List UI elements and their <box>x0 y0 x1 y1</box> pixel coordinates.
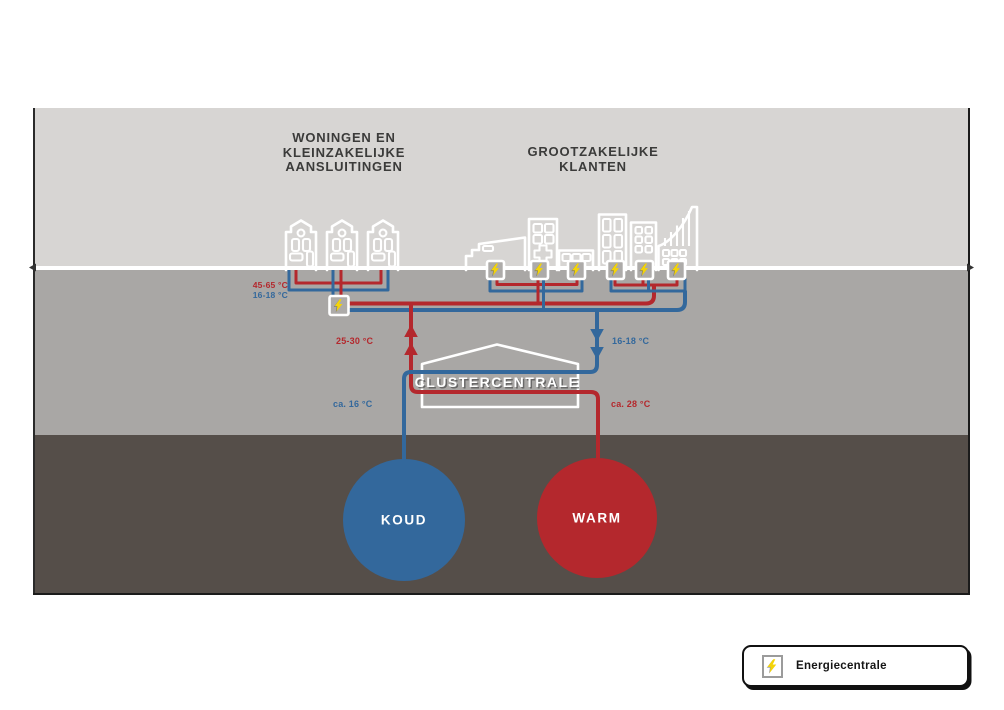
cold-source-temp-label: ca. 16 °C <box>333 398 373 409</box>
diagram-bottom-border <box>33 593 969 595</box>
title-homes-line2: KLEINZAKELIJKE <box>282 144 406 160</box>
clustercentrale-label: CLUSTERCENTRALE <box>414 374 580 390</box>
warm-well-label: WARM <box>572 510 622 526</box>
title-homes-line3: AANSLUITINGEN <box>285 159 403 174</box>
title-homes: WONINGEN EN KLEINZAKELIJKE AANSLUITINGEN <box>282 130 406 175</box>
legend-label: Energiecentrale <box>796 660 887 672</box>
sky-band <box>35 108 968 270</box>
ground-band <box>35 270 968 435</box>
cluster-supply-temp-label: 25-30 °C <box>336 335 374 346</box>
cold-well-label: KOUD <box>380 512 428 528</box>
title-homes-line1: WONINGEN EN <box>292 130 396 145</box>
cluster-return-temp-label: 16-18 °C <box>612 335 650 346</box>
homes-return-temp-label: 16-18 °C <box>252 290 288 300</box>
title-business-line1: GROOTZAKELIJKE <box>527 144 659 159</box>
diagram-left-border <box>33 108 35 595</box>
subsoil-band <box>35 435 968 593</box>
energy-plant-icon <box>762 654 783 678</box>
warm-source-temp-label: ca. 28 °C <box>611 398 651 409</box>
homes-supply-temp-label: 45-65 °C <box>252 279 288 290</box>
diagram-right-border <box>967 108 970 595</box>
title-business-line2: KLANTEN <box>559 158 627 174</box>
title-business: GROOTZAKELIJKE KLANTEN <box>527 144 659 174</box>
legend-box: Energiecentrale <box>742 645 969 687</box>
street-level-line <box>35 265 968 270</box>
